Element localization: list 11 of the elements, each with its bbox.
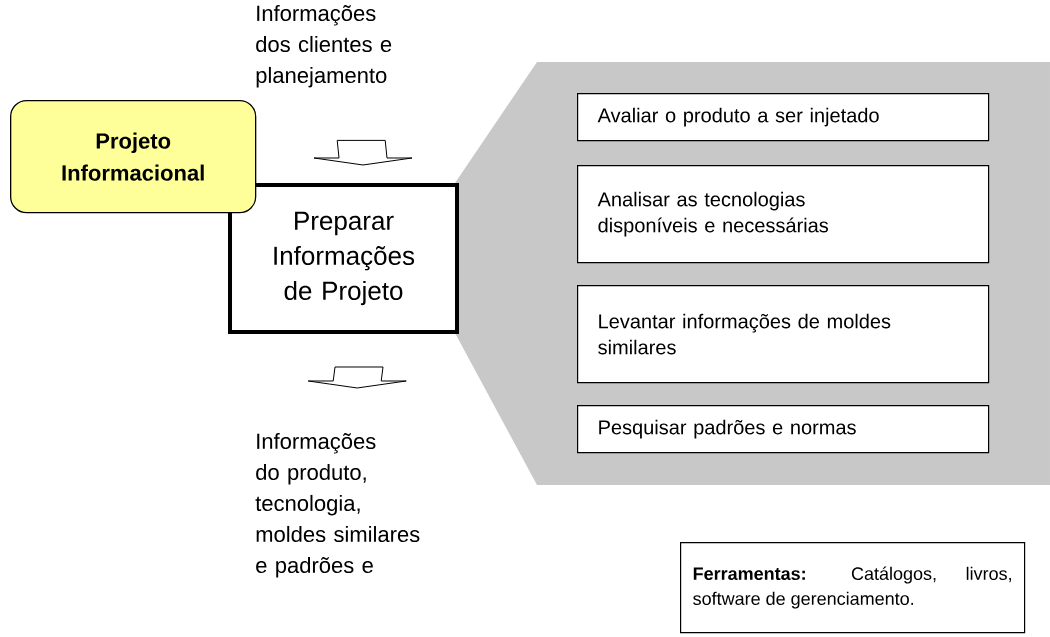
task-box: Analisar as tecnologias disponíveis e necessárias: [577, 165, 990, 264]
task-box: Pesquisar padrões e normas: [577, 405, 990, 454]
task-box: Avaliar o produto a ser injetado: [577, 93, 990, 142]
task-box: Levantar informações de moldes similares: [577, 285, 990, 384]
tools-box: Ferramentas: Catálogos, livros, software de gerenciamento.: [680, 542, 1026, 634]
output-text: Informações do produto, tecnologia, moldes similares e padrões e: [255, 432, 420, 578]
hollow-arrow: [307, 366, 407, 389]
input-text: Informações dos clientes e planejamento: [256, 4, 392, 88]
phase-box: Projeto Informacional: [10, 100, 257, 214]
hollow-arrow: [313, 139, 413, 166]
process-box: Preparar Informações de Projeto: [228, 183, 459, 334]
